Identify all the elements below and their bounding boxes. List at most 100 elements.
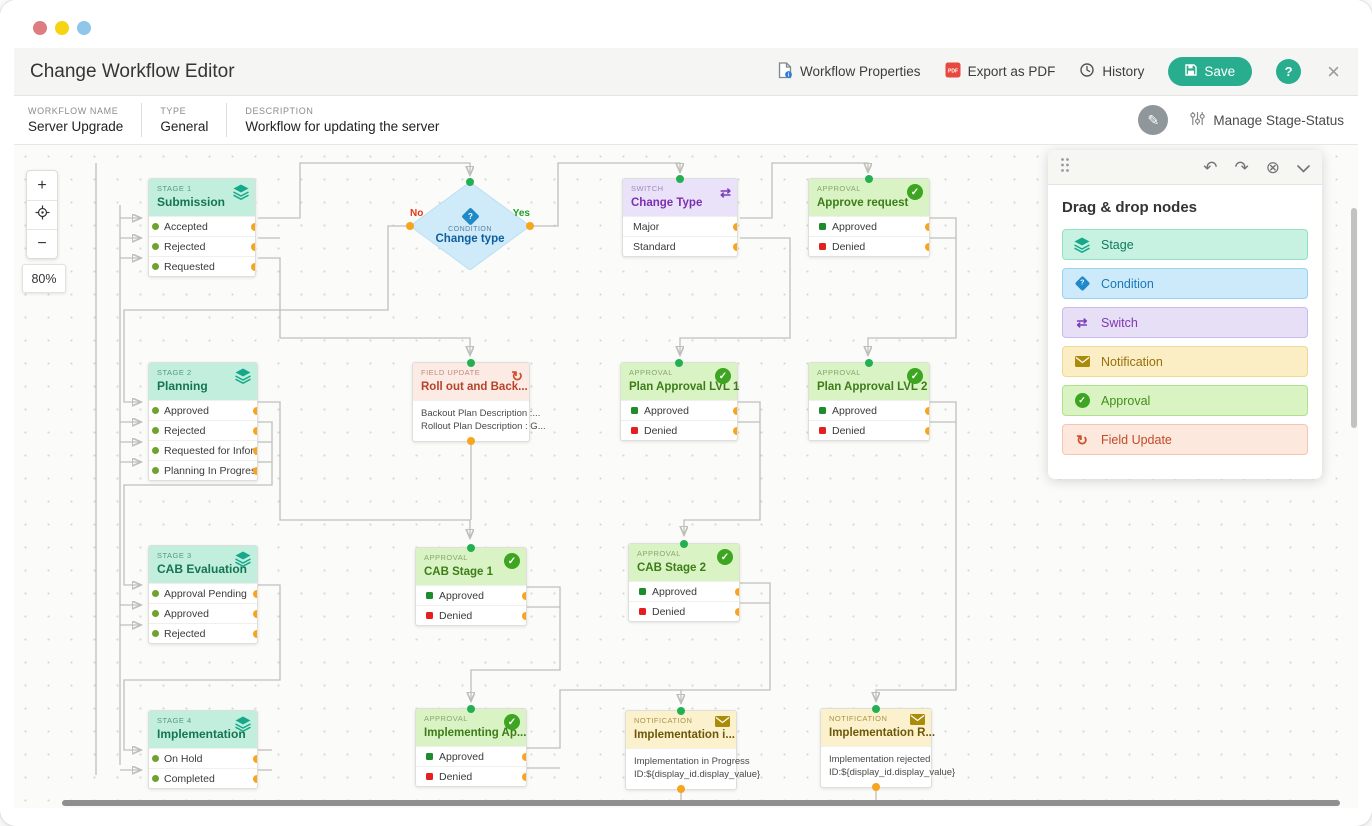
connector-dot-out[interactable] xyxy=(253,754,257,763)
connector-dot-out[interactable] xyxy=(925,406,929,415)
node-row[interactable]: Approved xyxy=(809,400,929,420)
horizontal-scrollbar[interactable] xyxy=(62,800,1340,806)
node-row[interactable]: Approved xyxy=(809,216,929,236)
traffic-light-close[interactable] xyxy=(33,21,47,35)
node-row[interactable]: Denied xyxy=(629,601,739,621)
collapse-panel-icon[interactable] xyxy=(1297,159,1310,176)
connector-dot-in[interactable] xyxy=(152,610,159,617)
connector-dot-in[interactable] xyxy=(865,175,873,183)
traffic-light-maximize[interactable] xyxy=(77,21,91,35)
connector-dot-out[interactable] xyxy=(733,406,737,415)
connector-dot-out[interactable] xyxy=(253,466,257,475)
connector-dot-out[interactable] xyxy=(872,782,880,791)
connector-dot-in[interactable] xyxy=(467,544,475,552)
node-row[interactable]: Approved xyxy=(621,400,737,420)
node-row[interactable]: Approved xyxy=(416,746,526,766)
save-button[interactable]: Save xyxy=(1168,57,1253,86)
fit-to-screen-button[interactable] xyxy=(27,200,57,229)
connector-dot-in[interactable] xyxy=(152,590,159,597)
palette-item-condition[interactable]: ?Condition xyxy=(1062,268,1308,299)
node-row[interactable]: Requested xyxy=(149,256,255,276)
connector-dot-out[interactable] xyxy=(251,262,255,271)
node-row[interactable]: Denied xyxy=(416,766,526,786)
connector-dot-in[interactable] xyxy=(152,775,159,782)
node-row[interactable]: Denied xyxy=(416,605,526,625)
drag-handle-icon[interactable] xyxy=(1060,157,1070,178)
node-row[interactable]: On Hold xyxy=(149,748,257,768)
node-row[interactable]: Approved xyxy=(416,585,526,605)
workflow-properties-button[interactable]: i Workflow Properties xyxy=(778,61,921,82)
palette-item-stage[interactable]: Stage xyxy=(1062,229,1308,260)
connector-dot-in[interactable] xyxy=(152,630,159,637)
connector-dot-out[interactable] xyxy=(253,774,257,783)
undo-icon[interactable]: ↶ xyxy=(1203,157,1218,177)
export-pdf-button[interactable]: PDF Export as PDF xyxy=(945,62,1055,81)
node-row[interactable]: Requested for Informat... xyxy=(149,440,257,460)
connector-dot-out[interactable] xyxy=(735,587,739,596)
connector-dot-yes[interactable] xyxy=(526,222,534,230)
connector-dot-in[interactable] xyxy=(152,447,159,454)
connector-dot-out[interactable] xyxy=(925,222,929,231)
connector-dot-out[interactable] xyxy=(733,242,737,251)
palette-item-fieldupdate[interactable]: ↻Field Update xyxy=(1062,424,1308,455)
connector-dot-in[interactable] xyxy=(152,407,159,414)
connector-dot-out[interactable] xyxy=(251,222,255,231)
node-row[interactable]: Approved xyxy=(629,581,739,601)
connector-dot-in[interactable] xyxy=(676,175,684,183)
node-row[interactable]: Completed xyxy=(149,768,257,788)
connector-dot-in[interactable] xyxy=(152,427,159,434)
node-row[interactable]: Rejected xyxy=(149,420,257,440)
connector-dot-out[interactable] xyxy=(522,772,526,781)
palette-item-notification[interactable]: Notification xyxy=(1062,346,1308,377)
connector-dot-out[interactable] xyxy=(522,591,526,600)
connector-dot-out[interactable] xyxy=(253,629,257,638)
traffic-light-minimize[interactable] xyxy=(55,21,69,35)
node-row[interactable]: Denied xyxy=(809,420,929,440)
connector-dot-out[interactable] xyxy=(677,784,685,793)
palette-item-approval[interactable]: ✓Approval xyxy=(1062,385,1308,416)
connector-dot-out[interactable] xyxy=(735,607,739,616)
connector-dot-in[interactable] xyxy=(680,540,688,548)
connector-dot-in[interactable] xyxy=(467,705,475,713)
node-row[interactable]: Major xyxy=(623,216,737,236)
help-button[interactable]: ? xyxy=(1276,59,1302,84)
connector-dot-out[interactable] xyxy=(522,611,526,620)
connector-dot-in[interactable] xyxy=(152,467,159,474)
connector-dot-in[interactable] xyxy=(865,359,873,367)
connector-dot-in[interactable] xyxy=(872,705,880,713)
node-row[interactable]: Planning In Progress xyxy=(149,460,257,480)
manage-stage-status-button[interactable]: Manage Stage-Status xyxy=(1190,111,1344,129)
node-row[interactable]: Approval Pending xyxy=(149,583,257,603)
connector-dot-out[interactable] xyxy=(733,222,737,231)
node-row[interactable]: Approved xyxy=(149,400,257,420)
connector-dot-out[interactable] xyxy=(253,406,257,415)
vertical-scrollbar[interactable] xyxy=(1351,208,1357,428)
connector-dot-out[interactable] xyxy=(522,752,526,761)
connector-dot-out[interactable] xyxy=(467,436,475,445)
node-row[interactable]: Standard xyxy=(623,236,737,256)
zoom-in-button[interactable]: + xyxy=(37,176,47,194)
connector-dot-in[interactable] xyxy=(675,359,683,367)
connector-dot-in[interactable] xyxy=(152,223,159,230)
close-icon[interactable]: × xyxy=(1327,58,1340,84)
connector-dot-in[interactable] xyxy=(152,263,159,270)
connector-dot-in[interactable] xyxy=(467,359,475,367)
connector-dot-out[interactable] xyxy=(253,609,257,618)
redo-icon[interactable]: ↷ xyxy=(1234,157,1249,177)
connector-dot-out[interactable] xyxy=(253,589,257,598)
node-row[interactable]: Denied xyxy=(621,420,737,440)
